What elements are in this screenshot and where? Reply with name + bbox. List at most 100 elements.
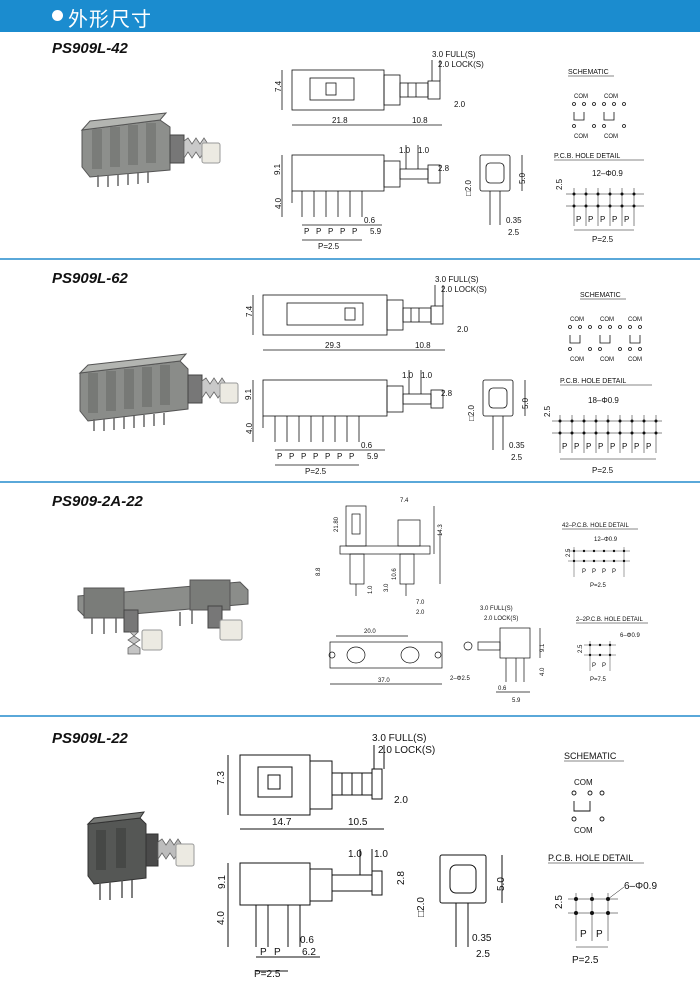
- svg-text:P: P: [337, 452, 342, 461]
- schematic-diagram: SCHEMATIC COM COM COM COM P.C.B. HOLE DE…: [554, 69, 644, 244]
- svg-text:P: P: [277, 452, 282, 461]
- svg-text:20.0: 20.0: [364, 629, 376, 635]
- svg-text:7.4: 7.4: [274, 80, 283, 92]
- svg-text:P: P: [304, 227, 309, 236]
- svg-text:5.0: 5.0: [496, 877, 507, 891]
- svg-text:2.0: 2.0: [394, 795, 408, 806]
- svg-text:7.0: 7.0: [416, 600, 425, 606]
- svg-text:P: P: [588, 215, 593, 224]
- svg-text:2–2P.C.B. HOLE DETAIL: 2–2P.C.B. HOLE DETAIL: [576, 617, 643, 623]
- schematic-diagram: SCHEMATIC COM COM P.C.B. HOLE DETAIL 6–Φ…: [548, 751, 657, 966]
- svg-text:2.5: 2.5: [554, 895, 565, 909]
- svg-text:P=2.5: P=2.5: [572, 955, 599, 966]
- svg-text:6–Φ0.9: 6–Φ0.9: [624, 881, 657, 892]
- svg-text:P: P: [586, 442, 591, 451]
- svg-text:COM: COM: [574, 94, 588, 100]
- svg-text:P: P: [580, 929, 587, 940]
- svg-text:2.8: 2.8: [441, 389, 453, 398]
- svg-text:P: P: [598, 442, 603, 451]
- svg-text:P: P: [592, 569, 596, 575]
- svg-text:9.1: 9.1: [245, 388, 253, 400]
- svg-text:2.0: 2.0: [416, 610, 425, 616]
- svg-text:P: P: [634, 442, 639, 451]
- svg-text:P.C.B. HOLE DETAIL: P.C.B. HOLE DETAIL: [554, 153, 620, 160]
- svg-text:0.35: 0.35: [506, 216, 522, 225]
- svg-text:37.0: 37.0: [378, 678, 390, 684]
- svg-text:1.0: 1.0: [348, 849, 362, 860]
- svg-text:COM: COM: [574, 826, 593, 835]
- svg-text:COM: COM: [570, 317, 584, 323]
- svg-text:P: P: [289, 452, 294, 461]
- svg-text:6–Φ0.9: 6–Φ0.9: [620, 633, 640, 639]
- svg-text:10.5: 10.5: [348, 817, 368, 828]
- svg-text:P: P: [622, 442, 627, 451]
- model-name: PS909L-42: [52, 40, 128, 57]
- svg-text:3.0: 3.0: [384, 583, 390, 592]
- svg-text:P: P: [576, 215, 581, 224]
- model-name: PS909-2A-22: [52, 493, 143, 510]
- svg-text:P=2.5: P=2.5: [254, 969, 281, 980]
- svg-text:4.0: 4.0: [274, 197, 283, 209]
- svg-text:3.0 FULL(S): 3.0 FULL(S): [435, 275, 479, 284]
- svg-text:2.5: 2.5: [476, 949, 490, 960]
- svg-text:□2.0: □2.0: [464, 179, 473, 196]
- svg-text:21.8: 21.8: [332, 116, 348, 125]
- svg-text:21.80: 21.80: [334, 516, 340, 532]
- svg-text:P: P: [602, 663, 606, 669]
- svg-text:□2.0: □2.0: [467, 404, 476, 421]
- svg-text:5.0: 5.0: [518, 172, 527, 184]
- svg-text:2.0 LOCK(S): 2.0 LOCK(S): [378, 745, 435, 756]
- svg-text:1.0: 1.0: [399, 146, 411, 155]
- divider: [0, 258, 700, 260]
- section-header: 外形尺寸: [0, 0, 700, 32]
- svg-text:COM: COM: [604, 134, 618, 140]
- svg-text:P: P: [352, 227, 357, 236]
- model-name: PS909L-62: [52, 270, 128, 287]
- svg-text:3.0 FULL(S): 3.0 FULL(S): [432, 50, 476, 59]
- svg-text:2.5: 2.5: [543, 405, 552, 417]
- svg-text:0.6: 0.6: [361, 441, 373, 450]
- header-title: 外形尺寸: [68, 7, 152, 31]
- svg-text:P: P: [612, 215, 617, 224]
- dimension-drawing: 7.4 21.80 14.3 8.8 10.6 1.0 3.0 7.0 2.0 …: [316, 498, 546, 704]
- svg-text:12–Φ0.9: 12–Φ0.9: [594, 537, 618, 543]
- svg-text:5.9: 5.9: [367, 452, 379, 461]
- svg-text:P: P: [582, 569, 586, 575]
- dimension-drawing: 7.4 29.3 10.8 3.0 FULL(S) 2.0 LOCK(S) 2.…: [245, 275, 530, 476]
- svg-text:2.5: 2.5: [566, 548, 572, 557]
- svg-text:COM: COM: [574, 778, 593, 787]
- svg-text:P: P: [562, 442, 567, 451]
- svg-text:7.4: 7.4: [400, 498, 409, 504]
- svg-text:0.6: 0.6: [300, 935, 314, 946]
- svg-text:1.0: 1.0: [402, 371, 414, 380]
- svg-text:2.8: 2.8: [438, 164, 450, 173]
- dimension-drawing: 7.3 14.7 10.5 3.0 FULL(S) 2.0 LOCK(S) 2.…: [216, 733, 507, 980]
- svg-text:P: P: [600, 215, 605, 224]
- svg-text:7.4: 7.4: [245, 305, 254, 317]
- svg-text:2.5: 2.5: [508, 228, 520, 237]
- svg-text:12–Φ0.9: 12–Φ0.9: [592, 169, 623, 178]
- svg-text:P: P: [301, 452, 306, 461]
- svg-text:P=2.5: P=2.5: [318, 242, 340, 251]
- svg-text:2.0 LOCK(S): 2.0 LOCK(S): [438, 60, 484, 69]
- svg-text:18–Φ0.9: 18–Φ0.9: [588, 396, 619, 405]
- svg-text:1.0: 1.0: [418, 146, 430, 155]
- svg-text:4.0: 4.0: [540, 667, 546, 676]
- svg-text:4.0: 4.0: [216, 911, 227, 925]
- svg-text:P=2.5: P=2.5: [590, 583, 607, 589]
- svg-text:P.C.B. HOLE DETAIL: P.C.B. HOLE DETAIL: [560, 378, 626, 385]
- svg-text:SCHEMATIC: SCHEMATIC: [568, 69, 609, 76]
- svg-text:6.2: 6.2: [302, 947, 316, 958]
- svg-text:P: P: [596, 929, 603, 940]
- svg-text:P: P: [646, 442, 651, 451]
- svg-text:COM: COM: [600, 317, 614, 323]
- svg-text:2.0: 2.0: [457, 325, 469, 334]
- svg-text:P: P: [349, 452, 354, 461]
- svg-text:P=7.5: P=7.5: [590, 677, 607, 683]
- svg-text:3.0 FULL(S): 3.0 FULL(S): [372, 733, 426, 744]
- svg-text:COM: COM: [604, 94, 618, 100]
- svg-text:9.1: 9.1: [540, 643, 546, 652]
- divider: [0, 715, 700, 717]
- svg-text:1.0: 1.0: [368, 585, 374, 594]
- svg-text:2.5: 2.5: [578, 644, 584, 653]
